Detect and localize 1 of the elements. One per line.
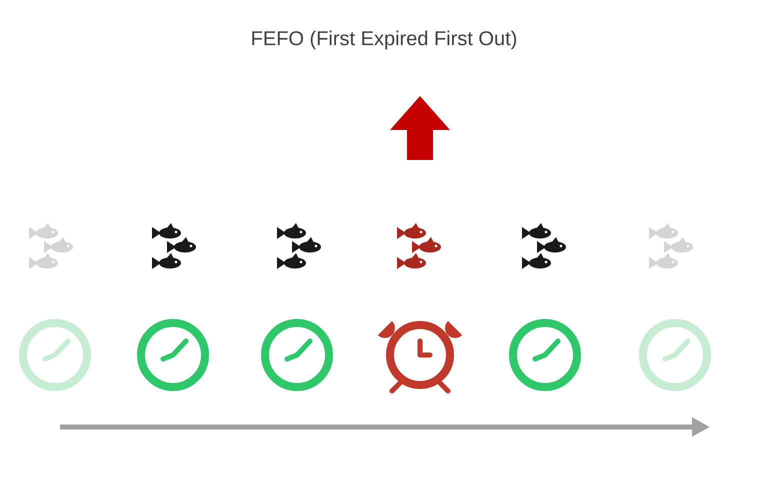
title: FEFO (First Expired First Out) bbox=[252, 30, 516, 50]
